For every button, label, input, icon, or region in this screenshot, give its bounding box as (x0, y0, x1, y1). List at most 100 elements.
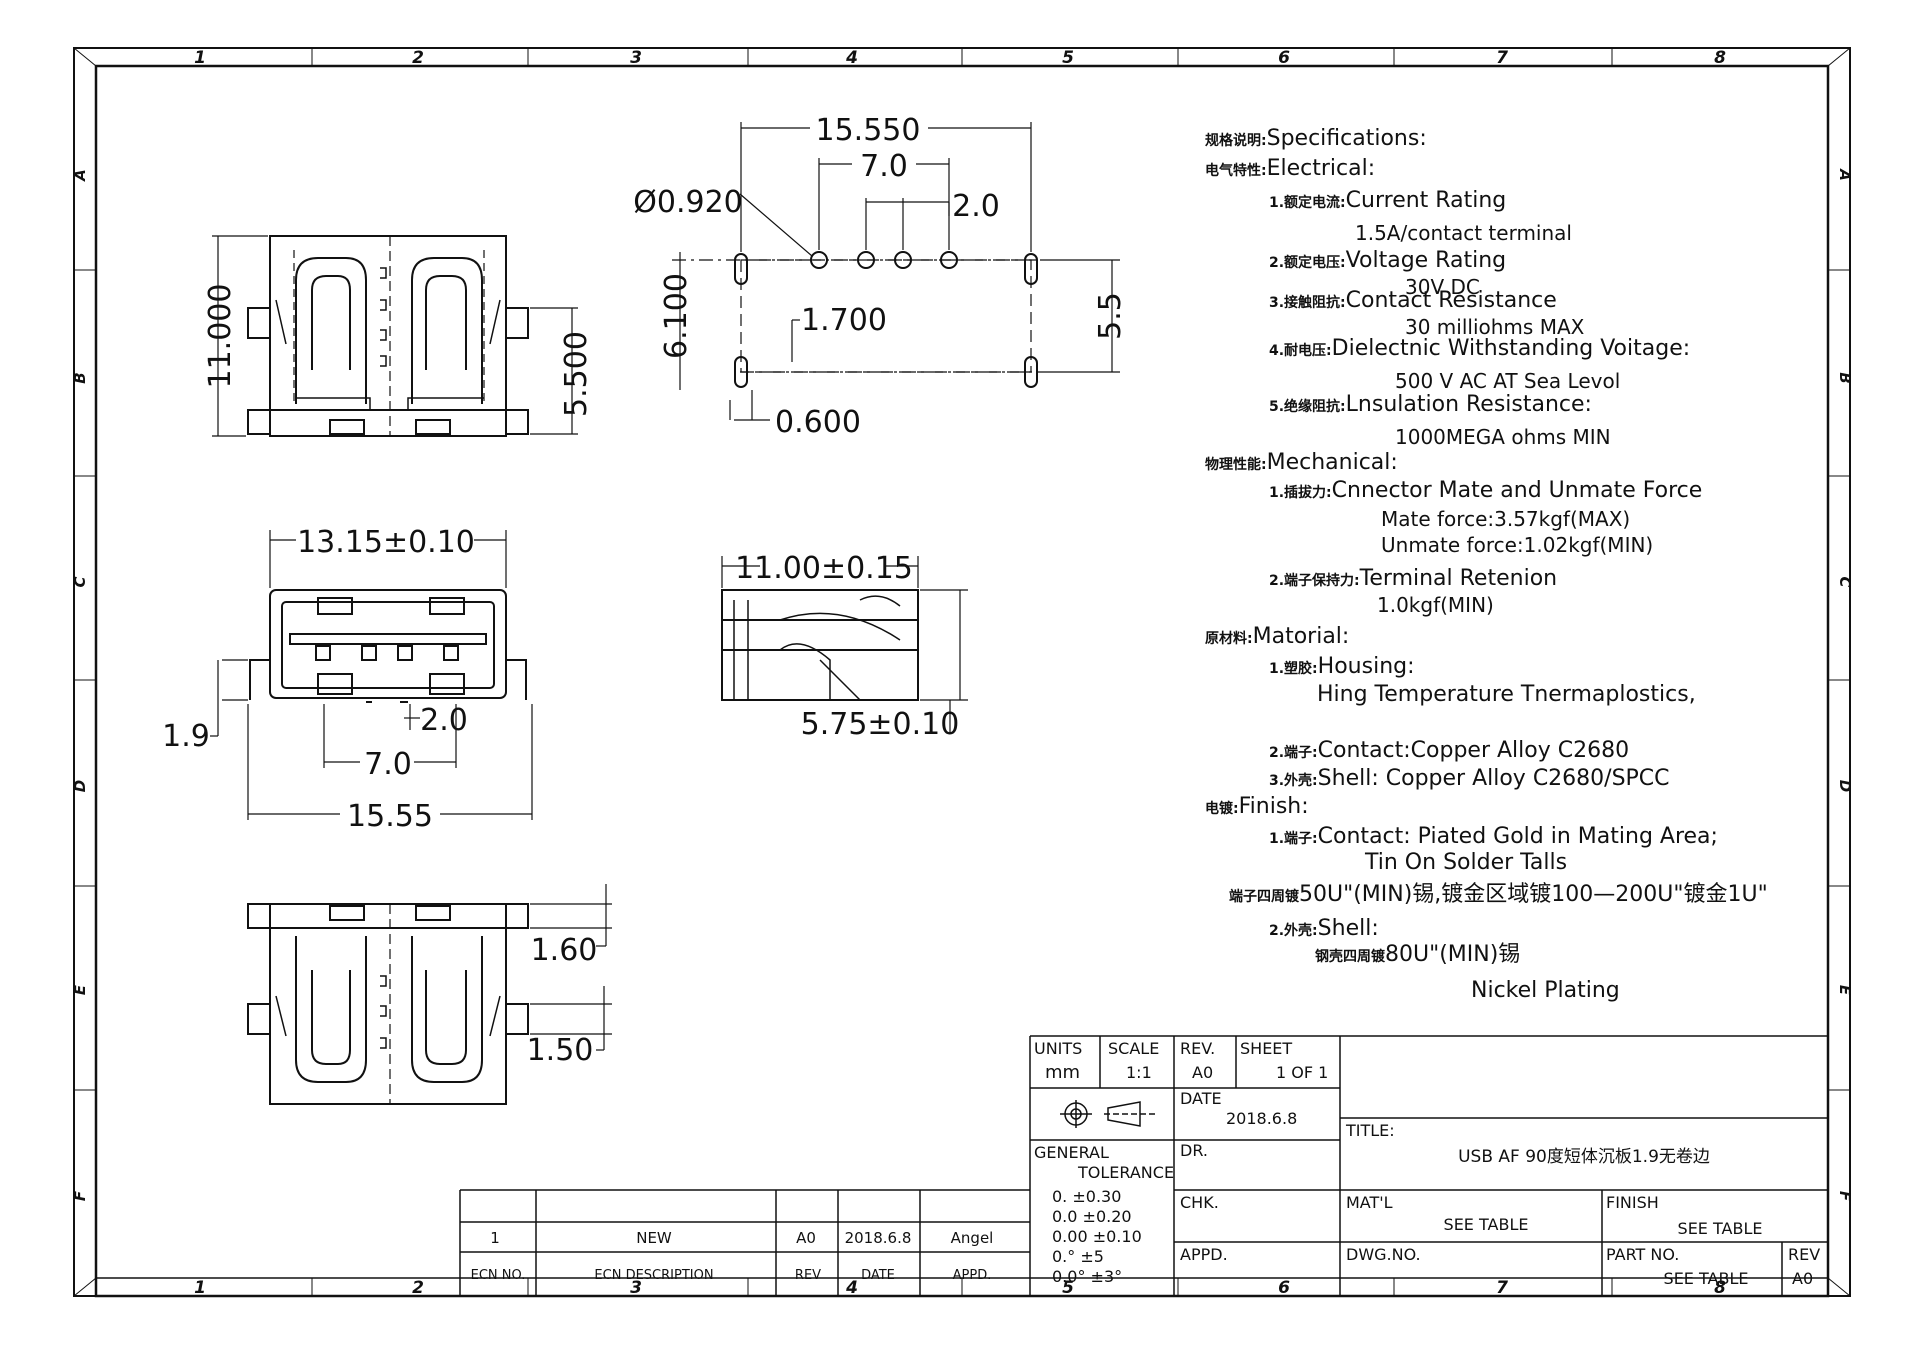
tolerance-row: 0.00 ±0.10 (1052, 1227, 1142, 1246)
rev2-value: A0 (1792, 1269, 1813, 1288)
spec-line: 电镀:Finish: (1205, 794, 1309, 819)
ecn-no: 1 (490, 1229, 500, 1247)
tolerance-row: 0.0 ±0.20 (1052, 1207, 1132, 1226)
date-label: DATE (1180, 1089, 1222, 1108)
spec-line: Nickel Plating (1471, 978, 1620, 1003)
col-label: 8 (1714, 48, 1726, 68)
side-view (721, 556, 968, 734)
spec-line: 1.端子:Contact: Piated Gold in Mating Area… (1269, 824, 1718, 849)
dr-label: DR. (1180, 1141, 1208, 1160)
title-block-text: UNITS mm SCALE 1:1 REV. A0 SHEET 1 OF 1 … (1034, 1039, 1820, 1288)
dim-hole-dia: Ø0.920 (633, 185, 743, 220)
spec-line: 1.0kgf(MIN) (1377, 593, 1494, 617)
row-label: D (71, 780, 89, 792)
tolerance-row: 0. ±0.30 (1052, 1187, 1121, 1206)
col-label: 6 (1278, 1278, 1290, 1298)
spec-line: Mate force:3.57kgf(MAX) (1381, 507, 1631, 531)
hole-pattern-view (672, 122, 1120, 421)
ecn-date: 2018.6.8 (845, 1229, 912, 1247)
spec-line: 物理性能:Mechanical: (1205, 450, 1398, 475)
spec-line: Unmate force:1.02kgf(MIN) (1381, 533, 1654, 557)
dim-5-5: 5.5 (1093, 292, 1128, 340)
general-label: GENERAL (1034, 1143, 1109, 1162)
spec-line: 5.绝缘阻抗:Lnsulation Resistance: (1269, 392, 1592, 417)
col-label: 4 (845, 1278, 858, 1298)
row-label: A (71, 169, 89, 182)
top-view-dimensions (212, 235, 578, 437)
title-label: TITLE: (1345, 1121, 1395, 1140)
ecn-values: 1 NEW A0 2018.6.8 Angel ECN NO. ECN DESC… (471, 1229, 994, 1283)
spec-line: 钢壳四周镀80U"(MIN)锡 (1315, 942, 1521, 967)
col-label: 5 (1062, 48, 1074, 68)
ecn-table (459, 1189, 1030, 1296)
dim-2-0: 2.0 (952, 189, 1000, 224)
dwg-label: DWG.NO. (1346, 1245, 1421, 1264)
row-label: D (1836, 780, 1854, 792)
spec-line: 2.端子:Contact:Copper Alloy C2680 (1269, 738, 1630, 763)
col-label: 7 (1496, 48, 1508, 68)
col-label: 4 (845, 48, 858, 68)
dim-15550: 15.550 (816, 113, 921, 148)
spec-line: 3.接触阻抗:Contact Resistance (1269, 288, 1557, 313)
dim-5500: 5.500 (559, 331, 594, 417)
spec-line: 1.塑胶:Housing: (1269, 654, 1415, 679)
dim-11-00: 11.00±0.15 (735, 551, 913, 586)
spec-line: 原材料:Matorial: (1205, 624, 1350, 649)
part-value: SEE TABLE (1664, 1269, 1749, 1288)
col-label: 8 (1714, 1278, 1726, 1298)
dim-front-2-0: 2.0 (420, 703, 468, 738)
tolerance-label: TOLERANCE (1077, 1163, 1174, 1182)
sheet-value: 1 OF 1 (1276, 1063, 1328, 1082)
spec-line: 500 V AC AT Sea Levol (1395, 369, 1621, 393)
col-label: 6 (1278, 48, 1290, 68)
appd-label: APPD. (1180, 1245, 1228, 1264)
finish-value: SEE TABLE (1678, 1219, 1763, 1238)
spec-line: 1.插拔力:Cnnector Mate and Unmate Force (1269, 478, 1703, 503)
spec-line: 4.耐电压:Dielectnic Withstanding Voitage: (1269, 336, 1691, 361)
scale-label: SCALE (1108, 1039, 1159, 1058)
dim-0600: 0.600 (775, 405, 861, 440)
spec-line: 端子四周镀50U"(MIN)锡,镀金区域镀100—200U"镀金1U" (1229, 882, 1768, 907)
tolerance-row: 0.0° ±3° (1052, 1267, 1122, 1286)
rev2-label: REV (1788, 1245, 1820, 1264)
row-label: F (1836, 1191, 1854, 1202)
dim-1700: 1.700 (801, 303, 887, 338)
ecn-desc-header: ECN DESCRIPTION (594, 1268, 713, 1283)
dim-1-50: 1.50 (527, 1033, 594, 1068)
row-labels: A B C D E F A B C D E F (71, 168, 1854, 1202)
row-label: E (1836, 985, 1854, 996)
dim-front-7-0: 7.0 (364, 747, 412, 782)
dim-7-0: 7.0 (860, 149, 908, 184)
col-label: 3 (630, 1278, 642, 1298)
col-label: 3 (630, 48, 642, 68)
finish-label: FINISH (1606, 1193, 1659, 1212)
row-label: F (71, 1190, 89, 1201)
dim-15-55: 15.55 (347, 799, 433, 834)
dim-11000: 11.000 (203, 284, 238, 389)
row-label: A (1836, 168, 1854, 181)
scale-value: 1:1 (1126, 1063, 1152, 1082)
title-block-grid (1029, 1035, 1828, 1296)
row-label: C (71, 576, 89, 587)
units-value: mm (1045, 1062, 1080, 1083)
ecn-no-header: ECN NO. (471, 1268, 526, 1283)
spec-line: 1000MEGA ohms MIN (1395, 425, 1611, 449)
col-label: 5 (1062, 1278, 1074, 1298)
ecn-appd-header: APPD. (953, 1268, 992, 1283)
spec-line: Hing Temperature Tnermaplostics, (1317, 682, 1696, 707)
matl-label: MAT'L (1346, 1193, 1393, 1212)
sheet-label: SHEET (1240, 1039, 1292, 1058)
spec-line: 2.额定电压:Voltage Rating (1269, 248, 1507, 273)
row-label: C (1836, 576, 1854, 587)
projection-symbol (1060, 1100, 1156, 1128)
col-label: 1 (194, 1278, 206, 1298)
top-view (247, 235, 529, 437)
ecn-rev: A0 (796, 1229, 816, 1247)
col-label: 2 (412, 48, 424, 68)
dim-13-15: 13.15±0.10 (297, 525, 475, 560)
matl-value: SEE TABLE (1444, 1215, 1529, 1234)
spec-line: 1.额定电流:Current Rating (1269, 188, 1507, 213)
column-labels: 1 2 3 4 5 6 7 8 1 2 3 4 5 6 7 8 (194, 48, 1726, 1298)
spec-line: 电气特性:Electrical: (1205, 156, 1376, 181)
